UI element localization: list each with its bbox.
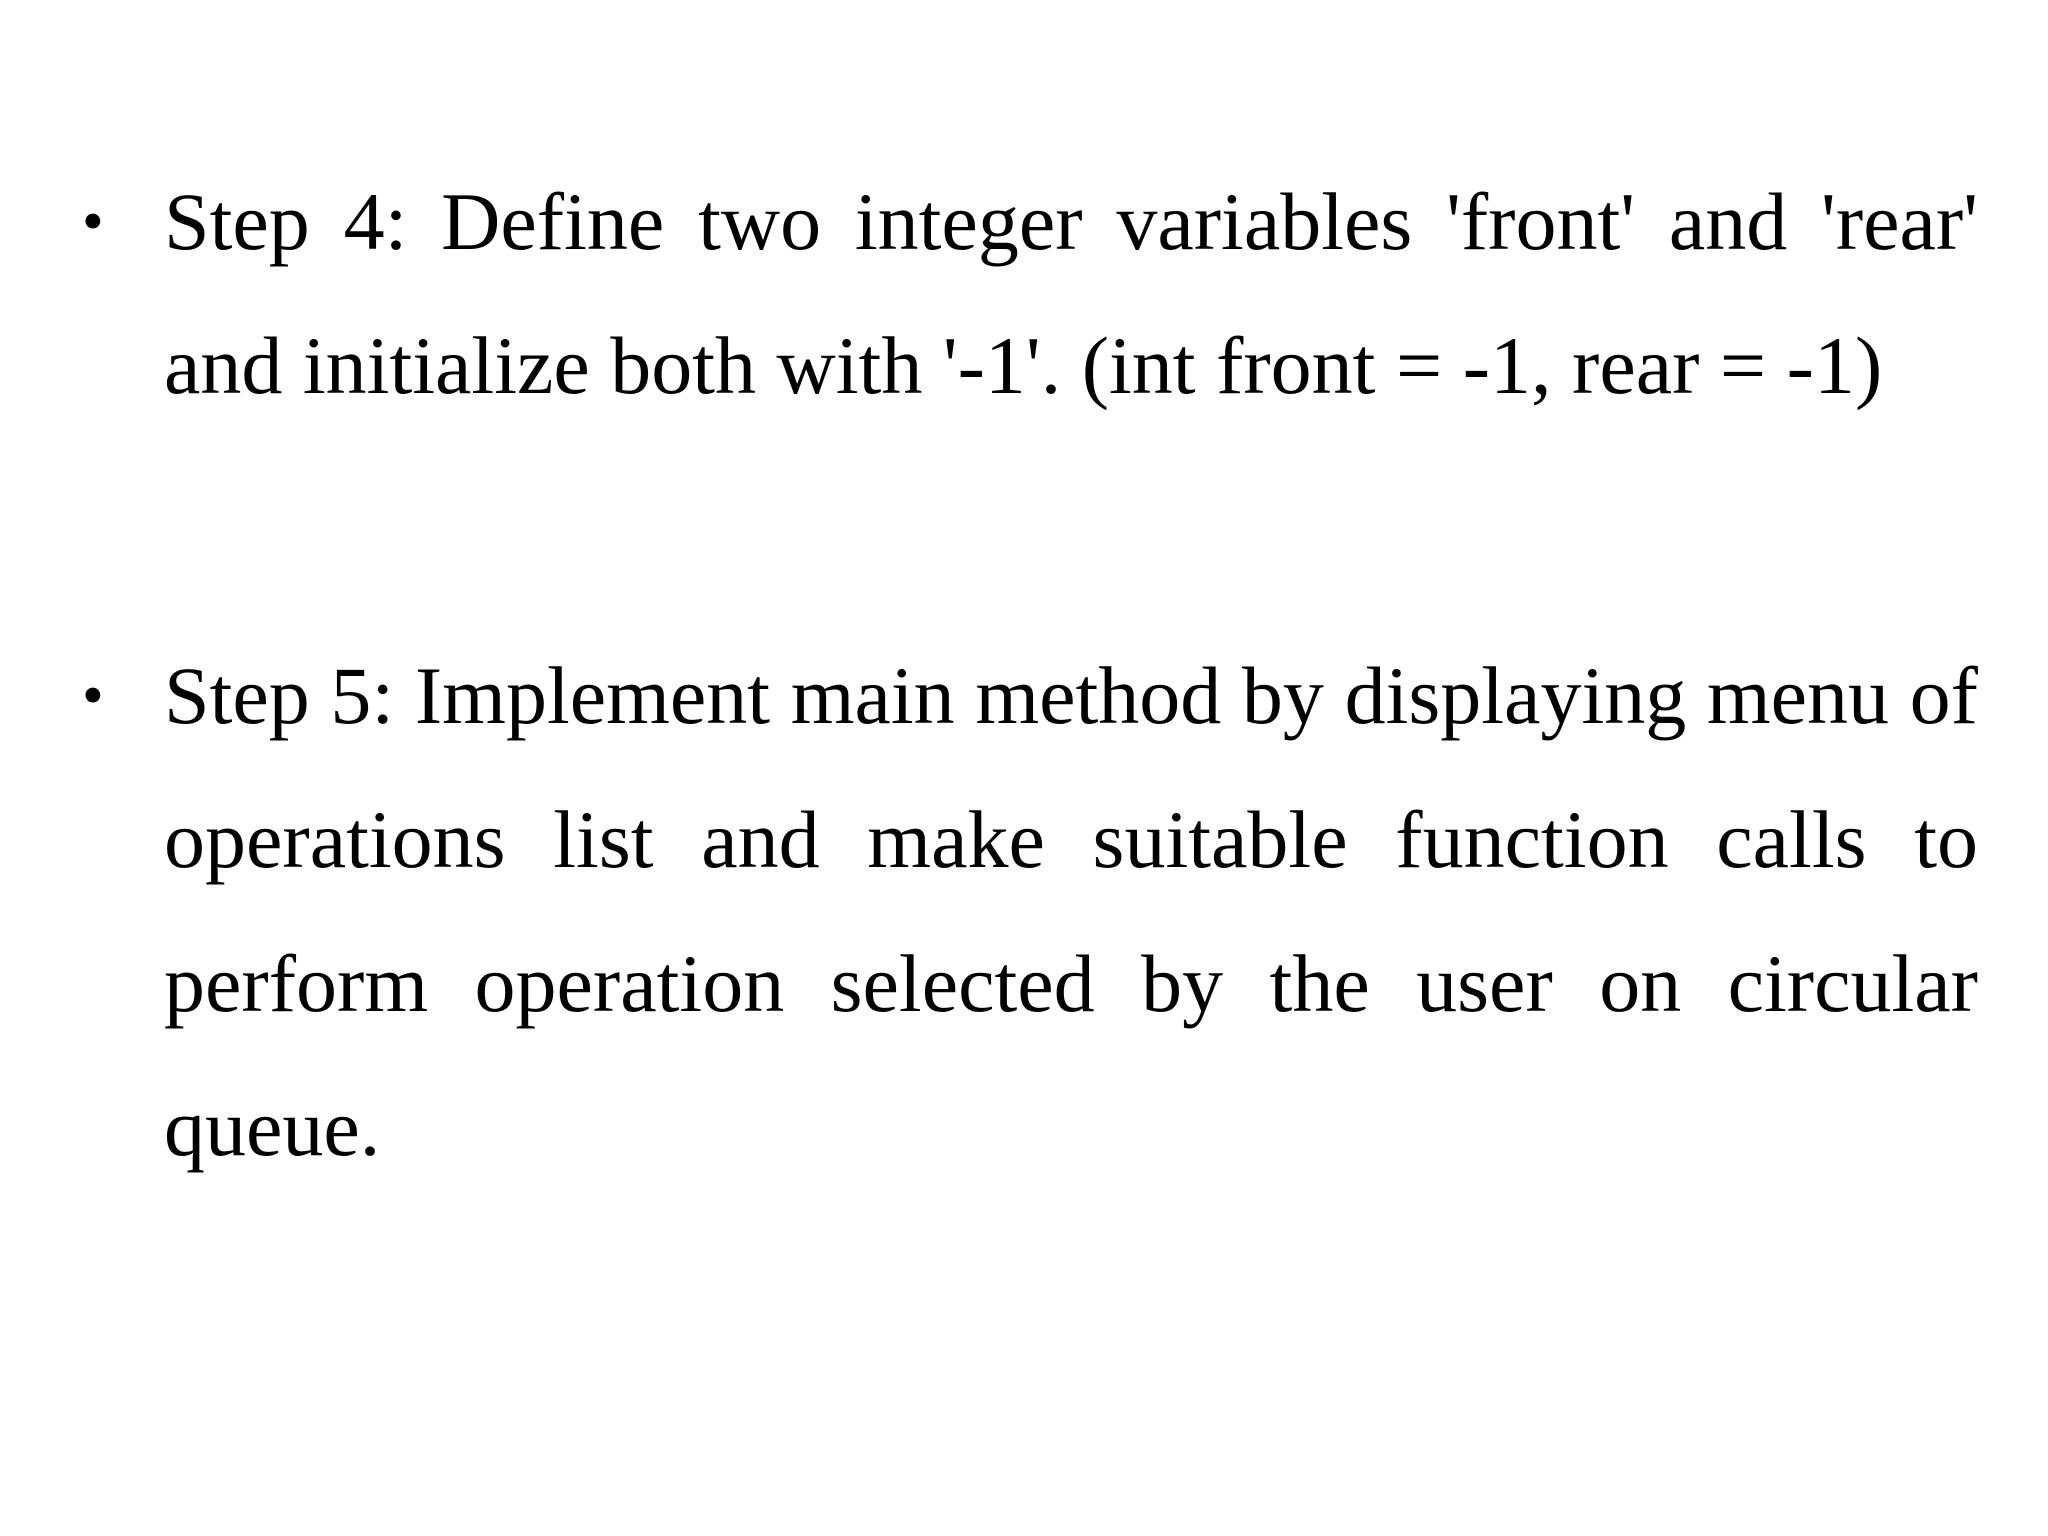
bullet-list: • Step 4: Define two integer variables '… bbox=[82, 150, 1978, 1200]
bullet-marker: • bbox=[82, 188, 104, 256]
bullet-step-5: • Step 5: Implement main method by displ… bbox=[82, 624, 1978, 1200]
bullet-step-4: • Step 4: Define two integer variables '… bbox=[82, 150, 1978, 438]
bullet-text: Step 4: Define two integer variables 'fr… bbox=[164, 176, 1978, 411]
bullet-text: Step 5: Implement main method by display… bbox=[164, 650, 1978, 1173]
bullet-marker: • bbox=[82, 662, 104, 730]
